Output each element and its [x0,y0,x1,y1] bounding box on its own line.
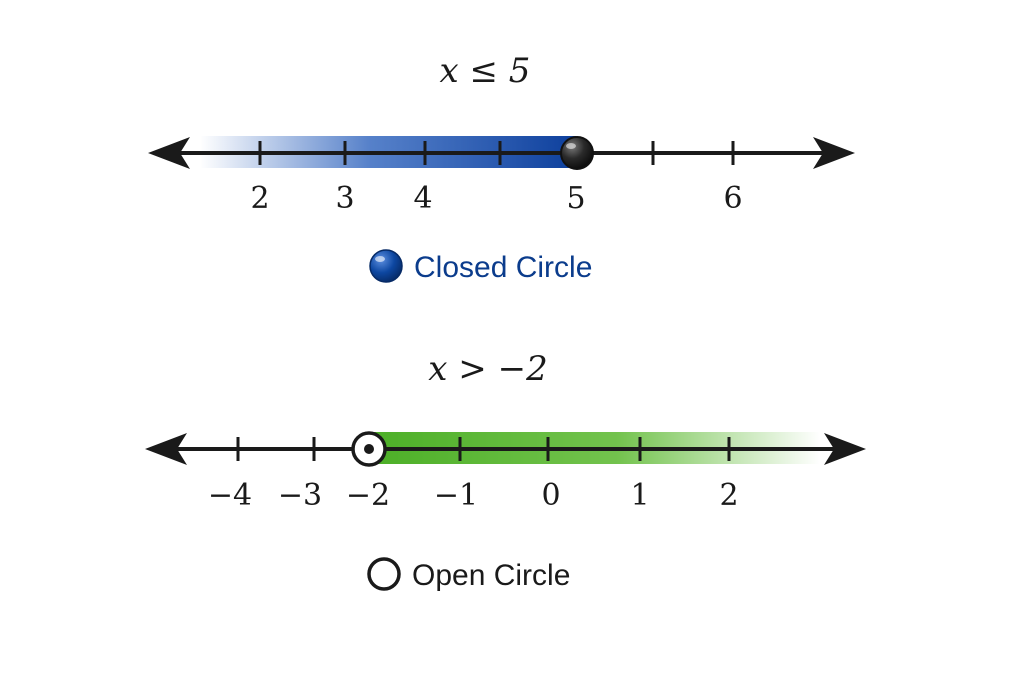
top-tick-label: 3 [335,181,354,216]
open-circle-legend: Open Circle [367,557,570,592]
bottom-tick-label: −3 [278,478,322,513]
top-tick-labels: 2 3 4 5 6 [250,181,742,216]
closed-circle-label: Closed Circle [414,251,592,284]
bottom-tick-label: −4 [208,478,252,513]
bottom-right-arrow-icon [824,433,866,465]
open-circle-label: Open Circle [412,559,570,592]
top-tick-label: 2 [250,181,269,216]
bottom-left-arrow-icon [145,433,187,465]
top-tick-label: 4 [413,181,432,216]
bottom-tick-labels: −4 −3 −2 −1 0 1 2 [208,478,739,513]
closed-circle-legend: Closed Circle [369,249,592,284]
bottom-open-circle-endpoint-icon [351,431,387,467]
closed-circle-icon [369,249,403,283]
bottom-inequality-title: x > −2 [428,349,547,389]
bottom-tick-label: −2 [346,478,390,513]
top-closed-circle-endpoint-icon [560,136,594,170]
bottom-tick-label: 0 [541,478,560,513]
top-left-arrow-icon [148,137,190,169]
bottom-tick-label: 2 [719,478,738,513]
top-tick-marks [258,141,735,165]
bottom-tick-marks [236,437,731,461]
bottom-tick-label: 1 [630,478,649,513]
top-tick-label: 6 [723,181,742,216]
open-circle-icon [367,557,401,591]
top-inequality-title: x ≤ 5 [440,51,531,91]
top-number-line: x ≤ 5 2 3 4 5 6 [148,51,855,216]
top-tick-label: 5 [566,181,585,216]
bottom-tick-label: −1 [434,478,478,513]
bottom-number-line: x > −2 −4 −3 −2 −1 0 1 2 [145,349,866,513]
top-right-arrow-icon [813,137,855,169]
